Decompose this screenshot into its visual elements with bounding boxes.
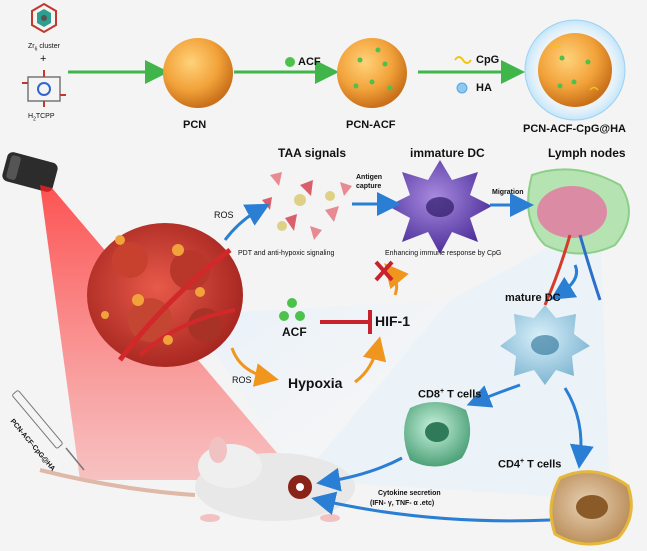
immature-dc-cell	[388, 160, 492, 254]
pcn-acf-label: PCN-ACF	[346, 119, 396, 131]
cpg-strand-icon	[454, 56, 472, 64]
lymph-cone	[300, 220, 610, 500]
syringe-icon	[12, 390, 85, 471]
cpg-label: CpG	[476, 54, 500, 66]
antigen-label: Antigen	[356, 174, 383, 181]
enhancing-label: Enhancing immune response by CpG	[385, 250, 502, 257]
arrow-cd4-to-tumor	[311, 491, 551, 523]
ha-dot-icon	[456, 82, 468, 94]
cd4-t-cell	[549, 470, 633, 546]
arrow-ros-hypoxia	[230, 347, 279, 387]
arrow-hypoxia-hif	[354, 336, 387, 384]
inhibition-arrow	[320, 310, 372, 334]
hypoxia-label: Hypoxia	[288, 375, 343, 391]
arrow-hif-blocked	[384, 263, 409, 296]
lymph-node	[527, 168, 630, 306]
plus-sign: +	[40, 53, 47, 65]
laser-device-icon	[2, 152, 58, 192]
pcn-label: PCN	[183, 119, 207, 131]
pcn-nanoparticle	[163, 38, 233, 108]
tcpp-molecule-icon	[22, 70, 66, 107]
taa-signals-label: TAA signals	[278, 146, 347, 160]
capture-label: capture	[356, 183, 382, 190]
arrow-to-cd4	[563, 387, 594, 469]
hif-1-label: HIF-1	[375, 313, 410, 329]
migration-label: Migration	[492, 189, 524, 196]
cd4-label: CD4+ T cells	[498, 458, 562, 471]
zr-cluster-icon	[31, 2, 57, 34]
cd8-label: CD8+ T cells	[418, 388, 482, 401]
mature-dc-label: mature DC	[505, 292, 561, 304]
pcn-acf-cpg-ha-nanoparticle	[524, 19, 626, 121]
arrow-ros-to-taa	[223, 203, 270, 241]
ros-top-label: ROS	[214, 210, 234, 220]
ha-label: HA	[476, 82, 492, 94]
acf-molecules-icon	[279, 298, 305, 321]
pcn-acf-nanoparticle	[337, 38, 407, 108]
arrow-to-cd8	[466, 383, 521, 408]
acf-label: ACF	[298, 56, 321, 68]
cytokine-types-label: (IFN- γ, TNF- α .etc)	[370, 500, 435, 507]
pdt-label: PDT and anti-hypoxic signaling	[238, 250, 335, 257]
acf-tumor-label: ACF	[282, 325, 307, 339]
tumor-mass	[87, 223, 243, 367]
lymph-nodes-label: Lymph nodes	[548, 146, 626, 160]
cytokine-label: Cytokine secretion	[378, 490, 441, 497]
taa-debris	[262, 172, 352, 240]
ros-bottom-label: ROS	[232, 375, 252, 385]
immature-dc-label: immature DC	[410, 146, 485, 160]
arrow-cd8-to-tumor	[316, 456, 403, 492]
final-nanoparticle-label: PCN-ACF-CpG@HA	[523, 123, 626, 135]
cd8-t-cell	[404, 401, 471, 467]
arrow-to-mature-dc	[550, 264, 579, 300]
tcpp-label: H2TCPP	[28, 113, 55, 123]
zr-cluster-label: Zr6 cluster	[28, 43, 60, 53]
mature-dc-cell	[500, 305, 590, 385]
acf-dot-icon	[285, 57, 295, 67]
blocked-x-icon	[374, 260, 394, 282]
